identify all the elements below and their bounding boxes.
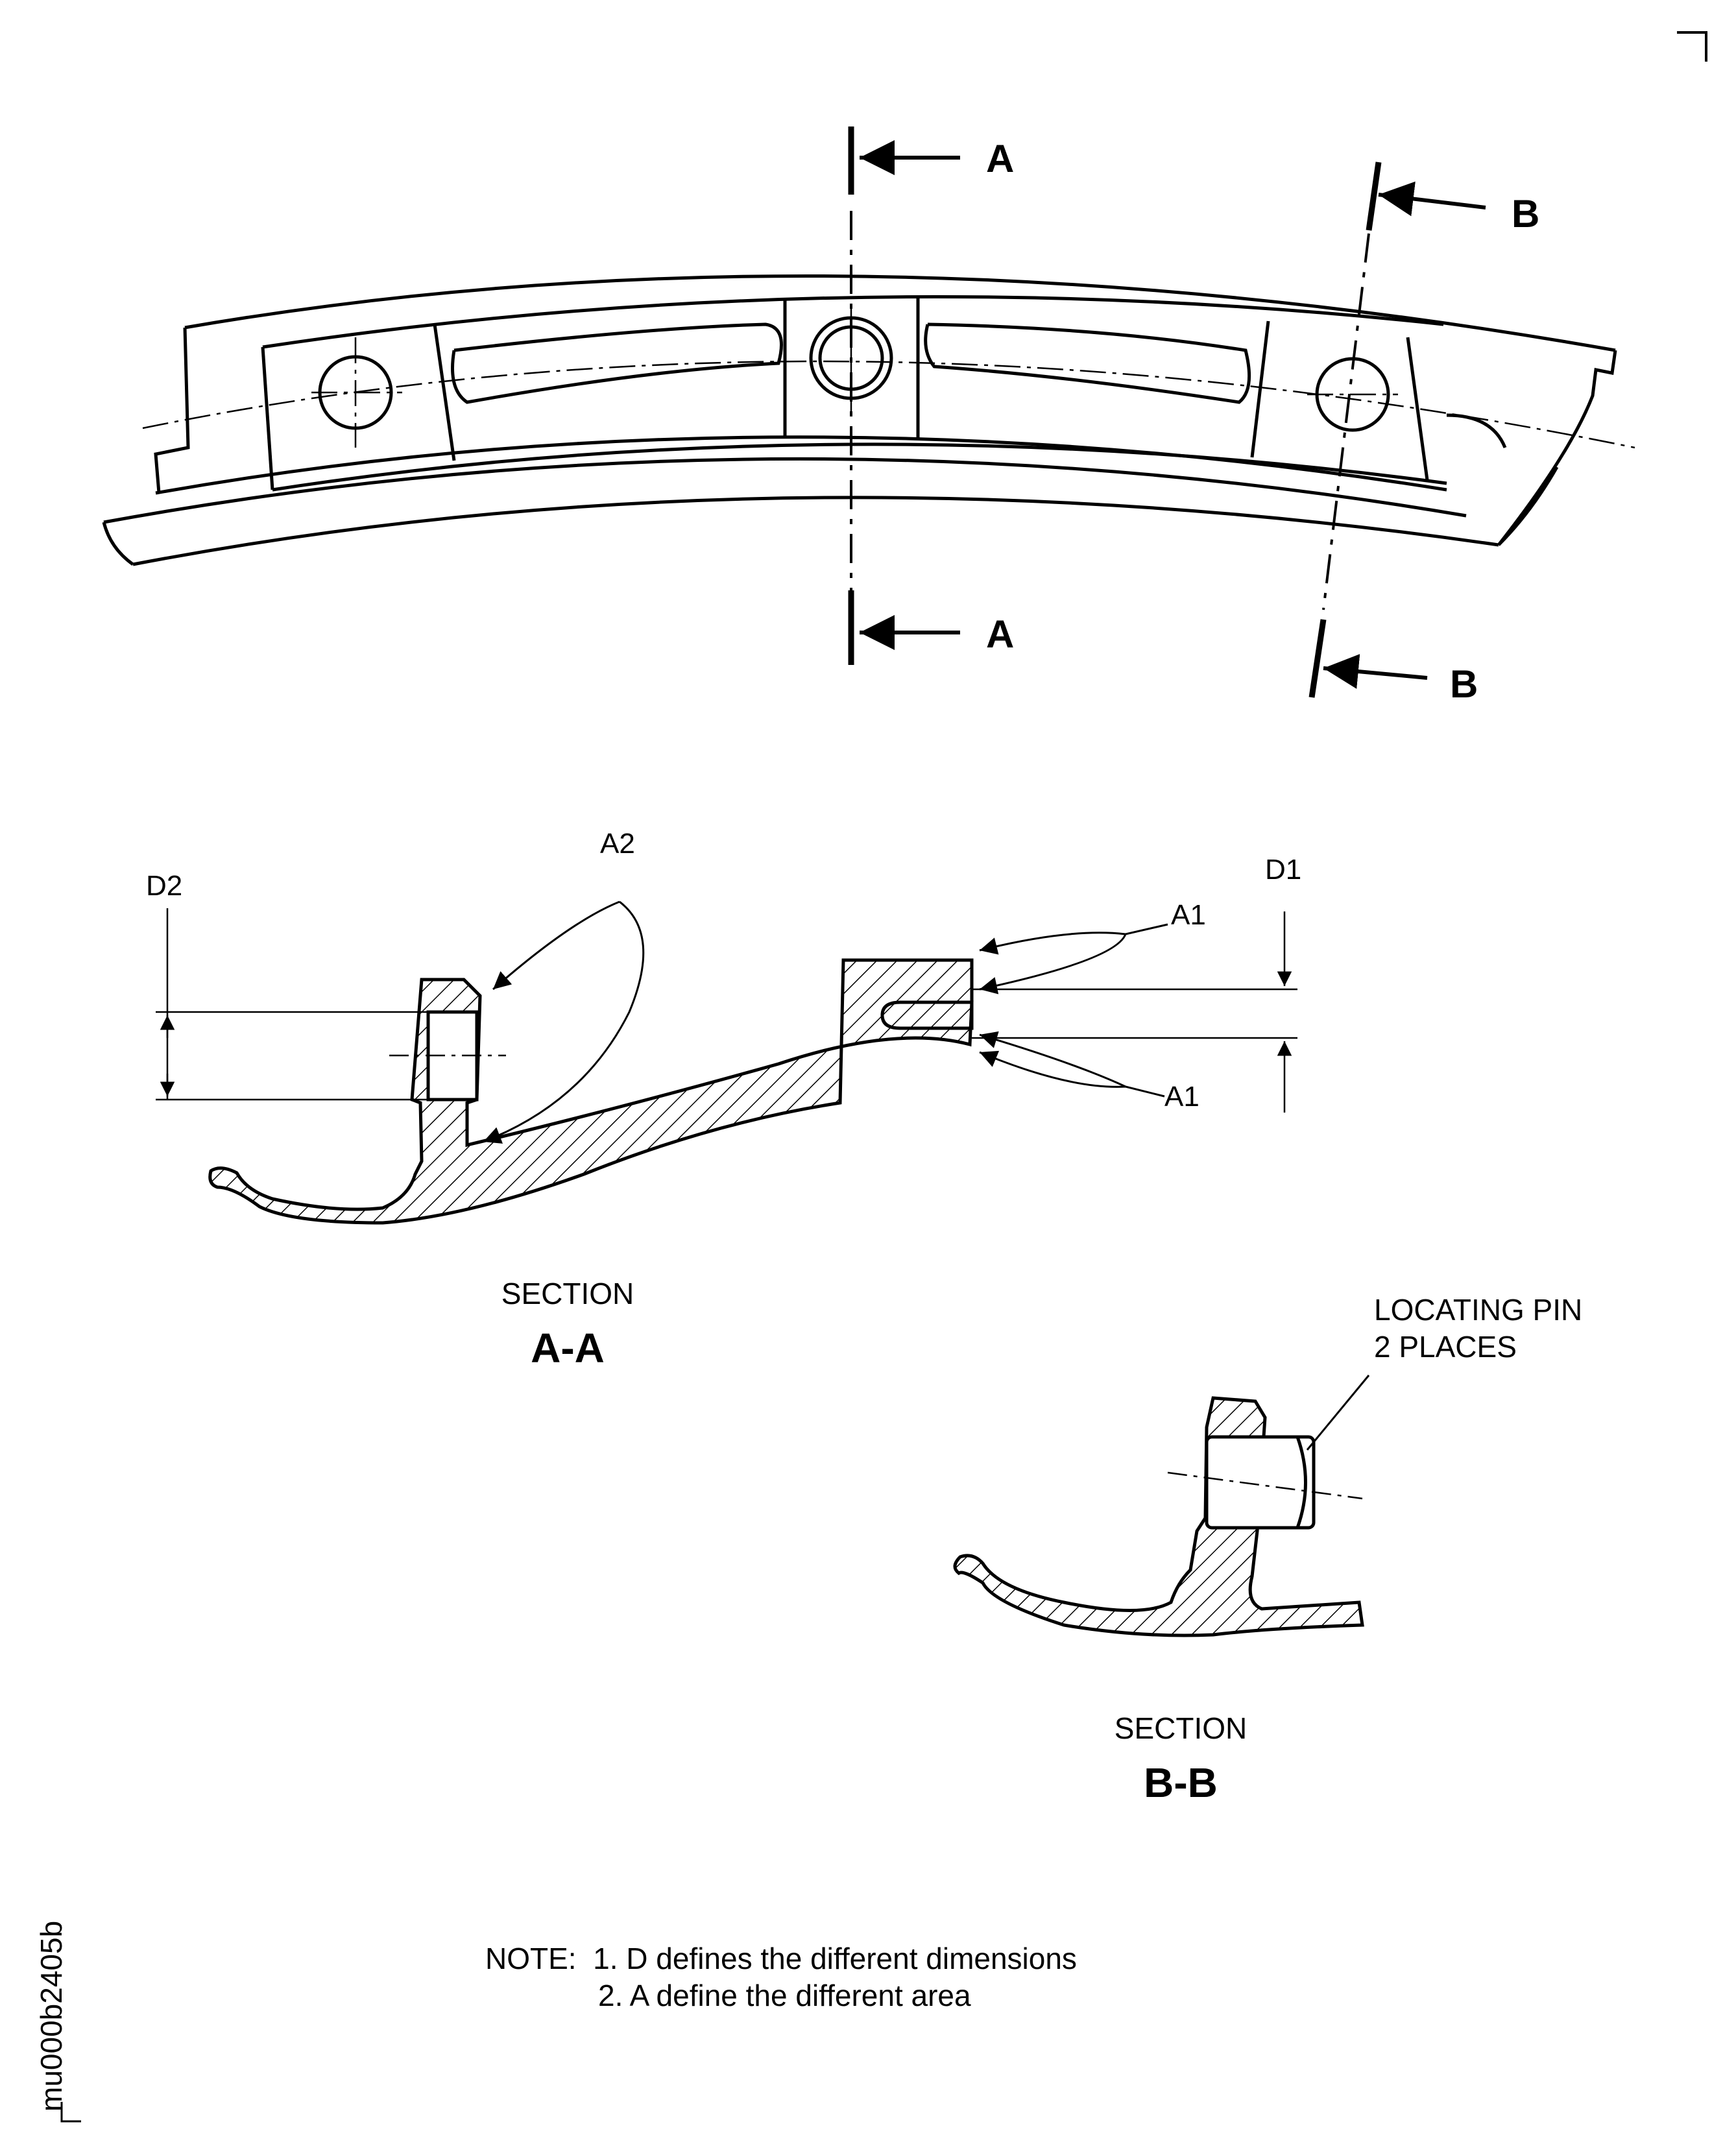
cut-label-b-top: B bbox=[1512, 192, 1539, 235]
leader-a2 bbox=[483, 900, 645, 1144]
pin-label-line1: LOCATING PIN bbox=[1374, 1293, 1582, 1327]
plan-rim-left-end bbox=[102, 522, 134, 566]
pin-label-line2: 2 PLACES bbox=[1374, 1330, 1517, 1364]
plan-rim-bottom bbox=[132, 496, 1499, 566]
cut-label-a-bottom: A bbox=[986, 612, 1014, 656]
plan-rim-top bbox=[103, 457, 1467, 524]
section-bb-profile bbox=[953, 1396, 1364, 1637]
section-bb-centerline bbox=[1167, 1471, 1363, 1500]
cut-line-b bbox=[1308, 162, 1486, 698]
plan-outer-edge bbox=[184, 274, 1616, 352]
plan-pocket-left bbox=[451, 322, 783, 404]
cut-label-b-bottom: B bbox=[1450, 662, 1478, 706]
section-bb-caption-word: SECTION bbox=[1115, 1711, 1247, 1745]
plan-left-end bbox=[154, 327, 190, 494]
plan-view bbox=[102, 274, 1617, 566]
callout-d2: D2 bbox=[146, 870, 182, 902]
note-line-1: NOTE: 1. D defines the different dimensi… bbox=[485, 1942, 1077, 1975]
leader-locating-pin bbox=[1306, 1375, 1370, 1451]
plan-pocket-right bbox=[924, 322, 1251, 404]
section-aa-caption-id: A-A bbox=[531, 1325, 605, 1371]
note-line-2: 2. A define the different area bbox=[598, 1979, 971, 2012]
plan-inner-top bbox=[262, 295, 1444, 349]
callout-d1: D1 bbox=[1265, 854, 1301, 886]
drawing-id: mu000b2405b bbox=[34, 1921, 68, 2112]
dimension-d2 bbox=[156, 908, 429, 1101]
section-aa-caption-word: SECTION bbox=[501, 1277, 634, 1310]
plan-inner-bottom bbox=[272, 442, 1447, 492]
section-aa-profile bbox=[208, 958, 974, 1225]
callout-a1-lower: A1 bbox=[1164, 1081, 1200, 1113]
section-bb-caption-id: B-B bbox=[1144, 1759, 1218, 1806]
drawing-id-bracket bbox=[60, 2102, 81, 2123]
leader-a1 bbox=[979, 923, 1168, 1098]
corner-mark bbox=[1677, 31, 1707, 62]
callout-a2: A2 bbox=[600, 828, 635, 860]
cut-line-a bbox=[848, 127, 960, 665]
dimension-d1 bbox=[972, 911, 1297, 1113]
cut-label-a-top: A bbox=[986, 137, 1014, 180]
plan-right-end bbox=[1497, 350, 1617, 546]
callout-a1-upper: A1 bbox=[1171, 899, 1206, 931]
